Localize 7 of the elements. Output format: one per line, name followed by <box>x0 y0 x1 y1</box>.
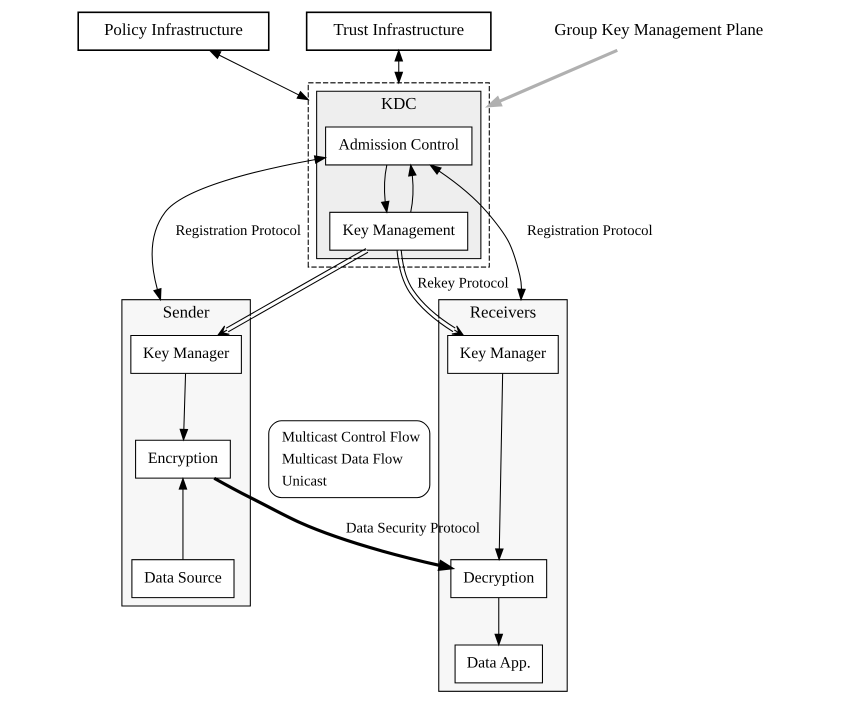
edge-label: Registration Protocol <box>526 223 652 240</box>
edge-label: Registration Protocol <box>174 223 300 240</box>
legend-label: Multicast Data Flow <box>281 452 402 468</box>
edge-label: Rekey Protocol <box>416 275 508 292</box>
legend-label: Unicast <box>281 474 326 490</box>
node-text: Group Key Management Plane <box>554 20 763 40</box>
legend-label: Multicast Control Flow <box>281 429 420 446</box>
